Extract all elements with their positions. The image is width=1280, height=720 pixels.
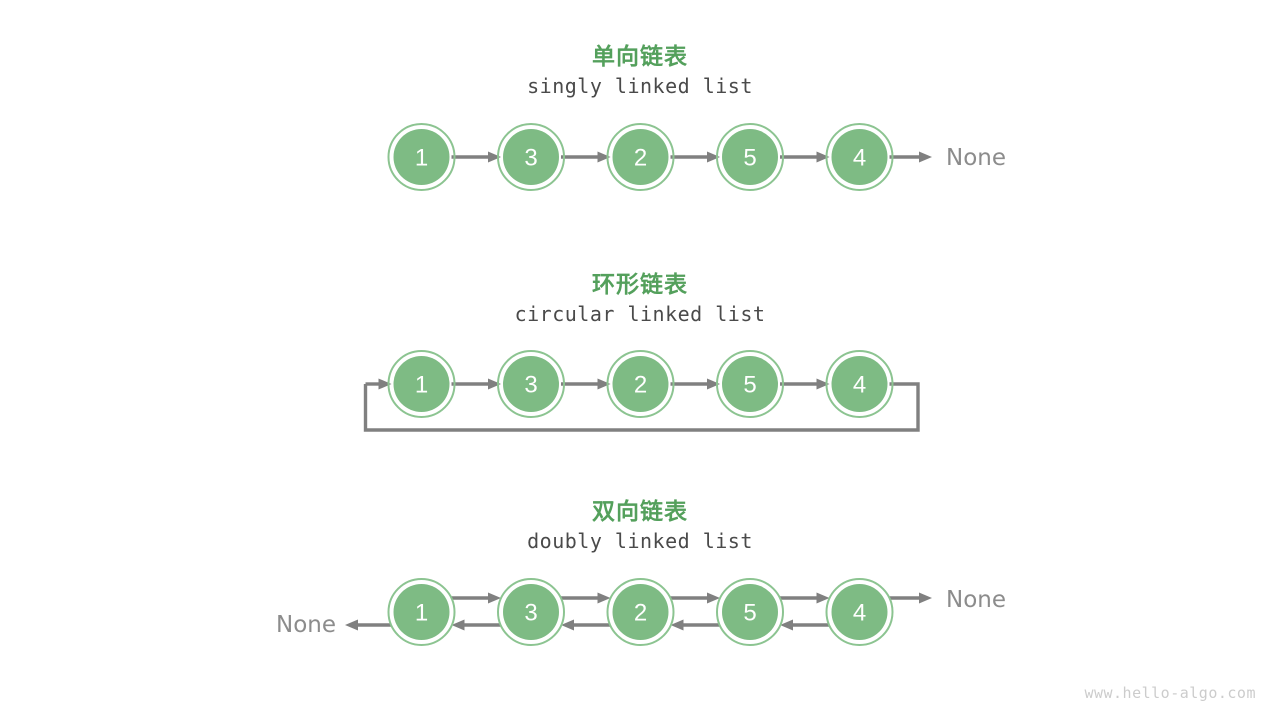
forward-arrow-head: [707, 378, 720, 390]
list-node[interactable]: 2: [606, 578, 675, 646]
node-circle: [831, 356, 888, 412]
node-value: 3: [524, 600, 537, 627]
node-outer-ring: [497, 350, 565, 418]
loop-back-path: [363, 382, 920, 432]
none-label-doubly-head: None: [276, 612, 337, 638]
node-value: 1: [415, 145, 428, 172]
node-value: 4: [853, 145, 866, 172]
section-singly: 1 3 2 5 4: [387, 123, 932, 191]
node-circle: [722, 356, 778, 412]
node-circle: [393, 584, 450, 640]
list-node[interactable]: 5: [716, 578, 784, 646]
node-outer-ring: [497, 578, 565, 646]
list-node[interactable]: 5: [716, 123, 784, 191]
node-outer-ring: [497, 123, 565, 191]
node-circle: [393, 356, 450, 412]
section-circular: 1 3 2 5 4: [363, 350, 920, 432]
node-outer-ring: [716, 350, 784, 418]
node-circle: [503, 584, 559, 640]
node-value: 1: [415, 372, 428, 399]
node-value: 2: [634, 600, 647, 627]
node-value: 4: [853, 372, 866, 399]
tail-arrow-head: [919, 151, 932, 163]
section-doubly: 1 3 2 5 4: [345, 578, 932, 646]
node-value: 2: [634, 145, 647, 172]
list-node[interactable]: 2: [606, 350, 675, 418]
node-circle: [831, 129, 888, 185]
list-node[interactable]: 1: [387, 123, 456, 191]
list-node[interactable]: 2: [606, 123, 675, 191]
node-circle: [503, 129, 559, 185]
node-outer-ring: [716, 578, 784, 646]
list-node[interactable]: 3: [497, 350, 565, 418]
list-node[interactable]: 1: [387, 350, 456, 418]
loop-arrow-head: [378, 378, 392, 390]
forward-arrow-head: [597, 151, 611, 163]
forward-arrow-head: [597, 378, 611, 390]
node-outer-ring: [606, 350, 675, 418]
node-outer-ring: [716, 123, 784, 191]
forward-arrow-head: [816, 592, 830, 604]
node-value: 4: [853, 600, 866, 627]
none-label-singly-tail: None: [946, 145, 1007, 171]
node-circle: [831, 584, 888, 640]
backward-arrow-head: [561, 619, 574, 631]
forward-arrow-head: [707, 592, 720, 604]
backward-arrow-head: [670, 619, 684, 631]
node-circle: [612, 356, 669, 412]
list-node[interactable]: 3: [497, 123, 565, 191]
node-outer-ring: [825, 350, 894, 418]
section-title-circular: 环形链表: [592, 271, 688, 297]
node-value: 1: [415, 600, 428, 627]
tail-arrow-head: [919, 592, 932, 604]
node-circle: [722, 129, 778, 185]
node-outer-ring: [387, 123, 456, 191]
list-node[interactable]: 1: [387, 578, 456, 646]
forward-arrow-head: [816, 378, 830, 390]
node-outer-ring: [825, 123, 894, 191]
none-label-doubly-tail: None: [946, 587, 1007, 613]
list-node[interactable]: 4: [825, 123, 894, 191]
section-subtitle-singly: singly linked list: [527, 74, 753, 98]
forward-arrow-head: [816, 151, 830, 163]
node-outer-ring: [606, 123, 675, 191]
forward-arrow-head: [488, 378, 501, 390]
section-title-singly: 单向链表: [592, 43, 688, 69]
backward-arrow-head: [780, 619, 793, 631]
watermark: www.hello-algo.com: [1084, 684, 1256, 702]
node-value: 5: [743, 372, 756, 399]
node-value: 3: [524, 372, 537, 399]
list-node[interactable]: 3: [497, 578, 565, 646]
forward-arrow-head: [488, 151, 501, 163]
list-node[interactable]: 4: [825, 578, 894, 646]
section-title-doubly: 双向链表: [592, 498, 688, 524]
list-node[interactable]: 4: [825, 350, 894, 418]
node-circle: [722, 584, 778, 640]
node-value: 2: [634, 372, 647, 399]
node-outer-ring: [387, 578, 456, 646]
node-circle: [393, 129, 450, 185]
node-circle: [612, 129, 669, 185]
backward-arrow-head: [451, 619, 465, 631]
forward-arrow-head: [597, 592, 611, 604]
section-subtitle-doubly: doubly linked list: [527, 529, 753, 553]
node-outer-ring: [825, 578, 894, 646]
section-subtitle-circular: circular linked list: [514, 302, 766, 326]
node-value: 3: [524, 145, 537, 172]
node-circle: [503, 356, 559, 412]
node-value: 5: [743, 145, 756, 172]
node-outer-ring: [606, 578, 675, 646]
forward-arrow-head: [707, 151, 720, 163]
list-node[interactable]: 5: [716, 350, 784, 418]
node-outer-ring: [387, 350, 456, 418]
node-value: 5: [743, 600, 756, 627]
node-circle: [612, 584, 669, 640]
forward-arrow-head: [488, 592, 501, 604]
head-arrow-head: [345, 619, 358, 631]
